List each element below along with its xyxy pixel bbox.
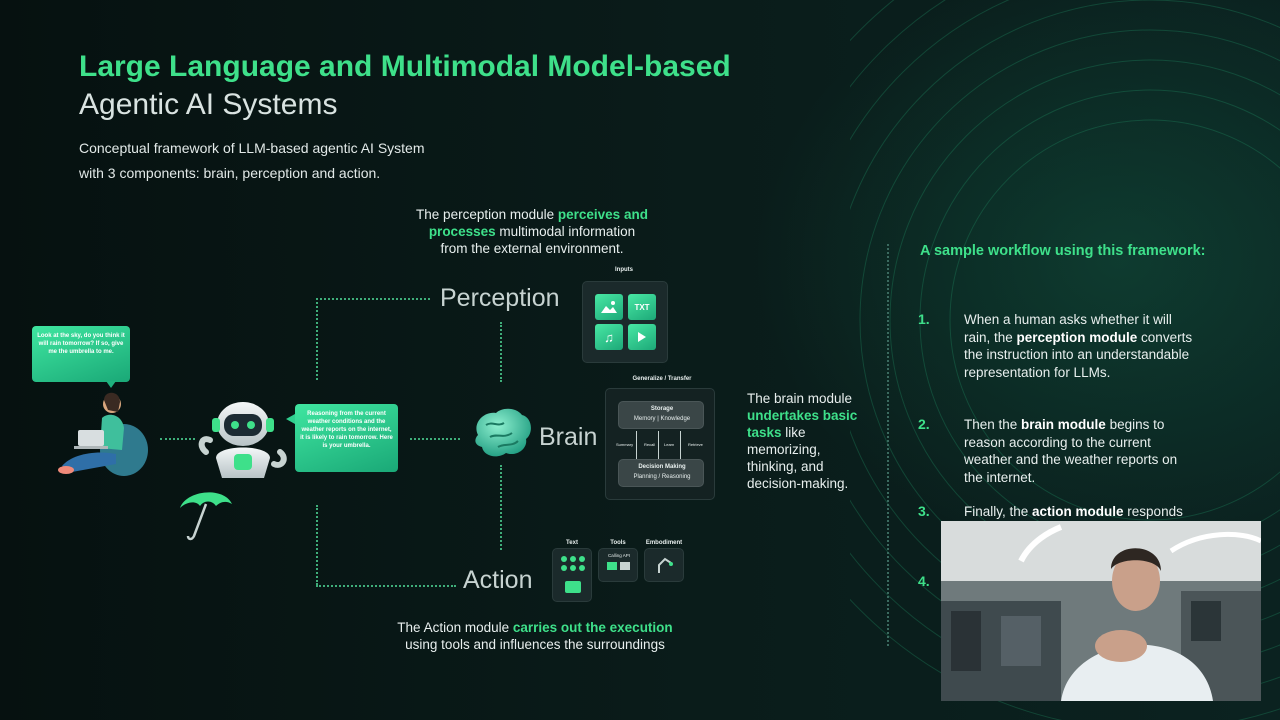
action-tools-label: Tools xyxy=(610,540,626,546)
action-caption: The Action module carries out the execut… xyxy=(397,620,673,652)
human-speech-bubble: Look at the sky, do you think it will ra… xyxy=(32,326,130,382)
audio-icon: ♫ xyxy=(595,324,623,350)
inputs-panel: TXT ♫ xyxy=(582,281,668,363)
arrow-summary xyxy=(636,431,637,459)
agent-speech-bubble: Reasoning from the current weather condi… xyxy=(295,404,398,472)
slide-title-line-2: Agentic AI Systems xyxy=(79,88,338,121)
brain-caption: The brain module undertakes basic tasks … xyxy=(747,391,858,491)
brain-panel: Storage Memory | Knowledge Summary Recal… xyxy=(605,388,715,500)
recall-label: Recall xyxy=(644,442,656,447)
human-illustration xyxy=(58,392,148,476)
storage-items: Memory | Knowledge xyxy=(633,416,691,422)
arrow-recall xyxy=(658,431,659,459)
section-divider xyxy=(887,244,889,646)
connector-perception xyxy=(316,298,430,300)
action-embodiment-panel xyxy=(644,548,684,582)
video-icon xyxy=(628,324,656,350)
step-3-number: 3. xyxy=(918,503,930,519)
robot-agent-icon xyxy=(198,402,287,478)
text-grid-icon xyxy=(561,556,585,593)
connector-human-robot xyxy=(160,438,195,440)
subtitle-line-2: with 3 components: brain, perception and… xyxy=(79,165,381,181)
workflow-title: A sample workflow using this framework: xyxy=(920,243,1206,259)
api-icon xyxy=(607,562,630,570)
action-embodiment-label: Embodiment xyxy=(645,540,683,546)
inputs-label: Inputs xyxy=(615,267,633,273)
step-2-number: 2. xyxy=(918,416,930,432)
brain-icon xyxy=(475,408,531,457)
text-input-tile: TXT xyxy=(628,294,656,320)
connector-left-top xyxy=(316,298,318,380)
agent-bubble-tail xyxy=(286,414,295,424)
connector-left-bottom xyxy=(316,505,318,585)
subtitle-line-1: Conceptual framework of LLM-based agenti… xyxy=(79,140,425,156)
decision-box: Decision Making Planning / Reasoning xyxy=(618,459,704,487)
step-3-text: Finally, the action module responds xyxy=(964,504,1183,519)
connector-robot-brain xyxy=(410,438,460,440)
calling-api-label: Calling API xyxy=(607,553,630,558)
decision-title: Decision Making xyxy=(638,464,686,470)
storage-title: Storage xyxy=(650,406,674,412)
step-2-text: Then the brain module begins to reason a… xyxy=(964,417,1178,485)
action-text-label: Text xyxy=(566,540,578,546)
retrieve-label: Retrieve xyxy=(688,442,703,447)
presenter-video xyxy=(941,521,1261,701)
image-icon xyxy=(595,294,623,320)
arrow-learn xyxy=(680,431,681,459)
decision-items: Planning / Reasoning xyxy=(633,474,691,480)
learn-label: Learn xyxy=(664,442,675,447)
human-bubble-tail xyxy=(106,381,116,388)
perception-caption: The perception module perceives and proc… xyxy=(416,207,648,256)
action-tools-panel: Calling API xyxy=(598,548,638,582)
action-text-panel xyxy=(552,548,592,602)
action-label: Action xyxy=(463,566,533,594)
storage-box: Storage Memory | Knowledge xyxy=(618,401,704,429)
step-4-number: 4. xyxy=(918,573,930,589)
umbrella-icon xyxy=(180,492,232,541)
slide-subtitle: Conceptual framework of LLM-based agenti… xyxy=(79,136,425,186)
brain-panel-title: Generalize / Transfer xyxy=(632,376,692,382)
robot-arm-icon xyxy=(658,557,673,573)
webcam-overlay xyxy=(941,521,1261,701)
connector-perception-brain xyxy=(500,322,502,382)
summary-label: Summary xyxy=(616,442,634,447)
step-1-text: When a human asks whether it will rain, … xyxy=(964,312,1193,380)
brain-label: Brain xyxy=(539,423,598,451)
perception-label: Perception xyxy=(440,284,560,312)
connector-brain-action xyxy=(500,465,502,550)
connector-action xyxy=(316,585,456,587)
step-1-number: 1. xyxy=(918,311,930,327)
slide-title: Large Language and Multimodal Model-base… xyxy=(79,50,731,83)
